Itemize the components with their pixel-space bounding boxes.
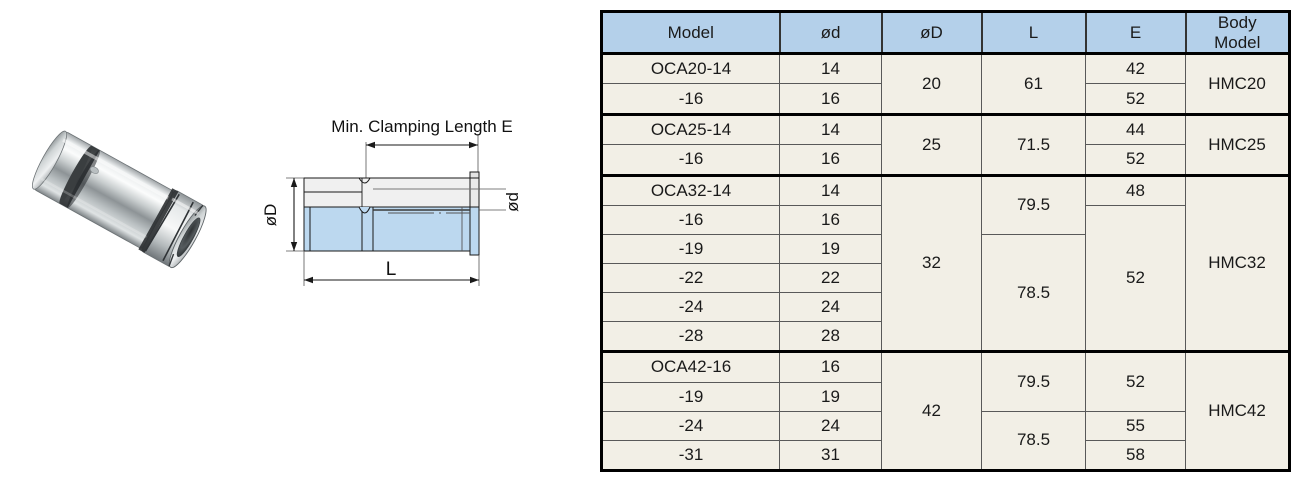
table-header-row: Model ød øD L E Body Model [601, 11, 1290, 56]
column-header-body-model: Body Model [1184, 11, 1290, 56]
cell-clamping-e: 44 [1085, 112, 1186, 146]
cell-length: 71.5 [981, 112, 1086, 176]
cell-clamping-e: 52 [1085, 350, 1186, 412]
cell-model: -19 [601, 381, 780, 412]
cell-model: -24 [601, 291, 780, 322]
label-min-clamping-length: Min. Clamping Length E [331, 117, 512, 136]
cell-model: -19 [601, 233, 780, 264]
cell-model: OCA32-14 [601, 173, 780, 206]
cell-big-d: 20 [881, 52, 982, 115]
collet-body-group [31, 130, 207, 269]
cell-small-d: 24 [779, 410, 882, 441]
column-header-big-d: øD [880, 11, 983, 56]
cell-body-model: HMC32 [1185, 173, 1290, 353]
cell-small-d: 16 [779, 144, 882, 176]
cell-length: 79.5 [981, 350, 1086, 412]
cell-length: 79.5 [981, 173, 1086, 235]
label-inner-diameter: ød [503, 192, 522, 212]
column-header-clamping-e: E [1084, 11, 1187, 56]
cell-model: -28 [601, 320, 780, 353]
cell-length: 61 [981, 52, 1086, 115]
cell-small-d: 19 [779, 233, 882, 264]
cell-clamping-e: 55 [1085, 410, 1186, 441]
label-total-length: L [386, 259, 397, 280]
cell-body-model: HMC20 [1185, 52, 1290, 115]
cell-model: -16 [601, 83, 780, 115]
cell-model: -16 [601, 204, 780, 235]
body-model-line2: Model [1214, 32, 1261, 52]
cell-body-model: HMC42 [1185, 350, 1290, 471]
cell-clamping-e: 42 [1085, 52, 1186, 85]
cell-small-d: 19 [779, 381, 882, 412]
cell-model: -24 [601, 410, 780, 441]
label-outer-diameter: øD [261, 204, 280, 227]
cell-small-d: 22 [779, 262, 882, 293]
cell-big-d: 42 [881, 350, 982, 471]
cell-small-d: 14 [779, 173, 882, 206]
cell-model: -22 [601, 262, 780, 293]
collet-dimension-drawing: Min. Clamping Length E øD ød L [261, 117, 522, 286]
cell-small-d: 28 [779, 320, 882, 353]
column-header-length: L [980, 11, 1087, 56]
cell-clamping-e: 52 [1085, 204, 1186, 353]
cell-small-d: 16 [779, 204, 882, 235]
cell-length: 78.5 [981, 410, 1086, 472]
cell-model: OCA25-14 [601, 112, 780, 146]
cell-small-d: 14 [779, 52, 882, 85]
cell-big-d: 32 [881, 173, 982, 353]
column-header-small-d: ød [778, 11, 883, 56]
cell-clamping-e: 52 [1085, 83, 1186, 115]
cell-small-d: 31 [779, 439, 882, 472]
cell-small-d: 16 [779, 350, 882, 383]
cell-clamping-e: 58 [1085, 439, 1186, 472]
cell-clamping-e: 48 [1085, 173, 1186, 206]
column-header-model: Model [601, 11, 781, 56]
cell-length: 78.5 [981, 233, 1086, 353]
cell-small-d: 16 [779, 83, 882, 115]
cell-small-d: 14 [779, 112, 882, 146]
collet-photo-svg [31, 130, 207, 269]
cell-big-d: 25 [881, 112, 982, 176]
cell-body-model: HMC25 [1185, 112, 1290, 176]
collet-sleeve-photo [18, 112, 214, 282]
body-model-line1: Body [1217, 13, 1257, 32]
dimension-drawing-panel: Min. Clamping Length E øD ød L [238, 0, 590, 486]
cell-model: -31 [601, 439, 780, 472]
cell-model: OCA20-14 [601, 52, 780, 85]
cell-model: OCA42-16 [601, 350, 780, 383]
cell-model: -16 [601, 144, 780, 176]
cell-clamping-e: 52 [1085, 144, 1186, 176]
cell-small-d: 24 [779, 291, 882, 322]
product-photo-panel [0, 0, 240, 486]
